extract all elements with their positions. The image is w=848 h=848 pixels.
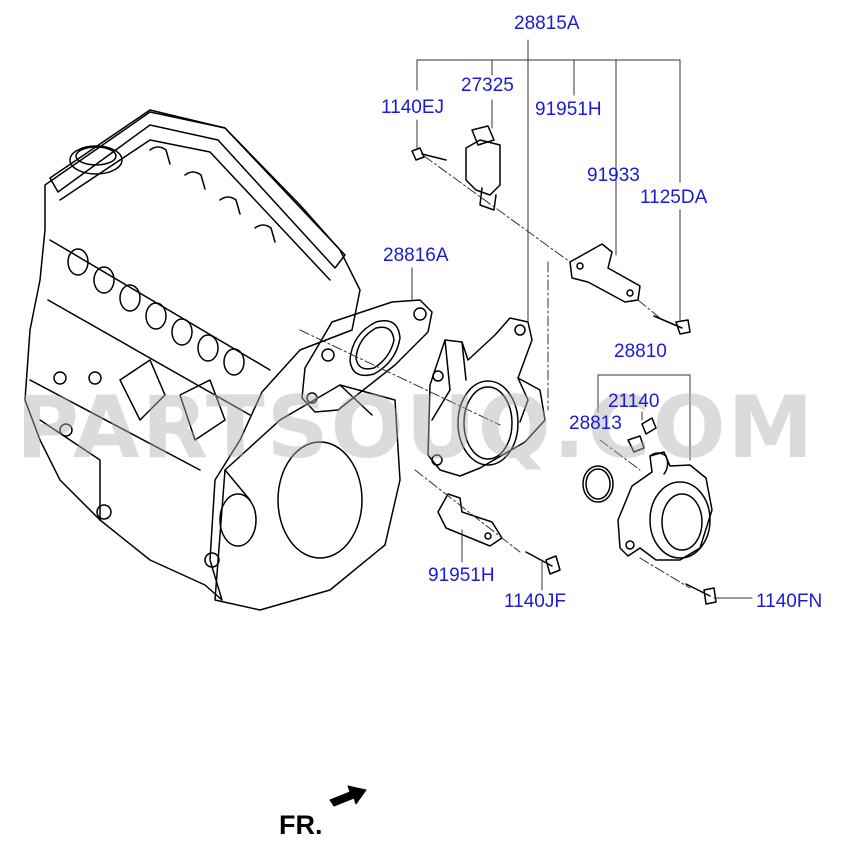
callout-1140FN[interactable]: 1140FN [756,591,823,612]
callout-91933[interactable]: 91933 [587,165,640,186]
callout-27325[interactable]: 27325 [461,75,514,96]
fitting-21140-drawing [627,417,657,453]
o-ring-drawing [582,465,614,503]
callout-28816A[interactable]: 28816A [383,245,449,266]
callout-1125DA[interactable]: 1125DA [640,187,708,208]
callout-28810[interactable]: 28810 [614,341,667,362]
bolt-1125da-drawing [653,315,691,335]
bracket-91933-drawing [569,243,641,303]
engine-block-illustration [24,109,401,611]
callout-28815A[interactable]: 28815A [514,13,580,34]
callout-28813[interactable]: 28813 [569,413,622,434]
assembly-center-lines [299,155,691,589]
callout-91951H-bottom[interactable]: 91951H [428,565,495,586]
sensor-part-drawing [465,125,501,211]
front-arrow-icon [329,785,367,807]
callout-1140JF[interactable]: 1140JF [504,591,566,612]
gasket-part-drawing [301,299,433,413]
pump-housing-part-drawing [427,317,546,477]
callout-91951H-top[interactable]: 91951H [535,99,602,120]
bracket-91951h-drawing [437,493,503,547]
vacuum-pump-part-drawing [617,451,713,561]
callout-1140EJ[interactable]: 1140EJ [381,97,445,118]
callout-21140[interactable]: 21140 [608,391,660,412]
front-direction-label: FR. [279,810,323,840]
leader-lines [411,39,753,599]
bolt-1140jf-drawing [525,551,561,575]
bolt-1140fn-drawing [685,583,717,605]
